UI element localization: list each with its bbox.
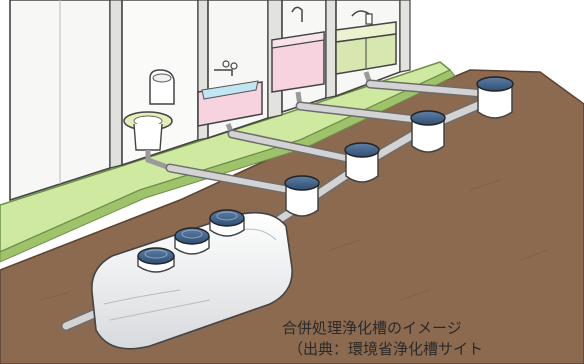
tank-lid-3	[209, 209, 245, 237]
manhole-1	[284, 175, 320, 217]
caption-source: （出典：環境省浄化槽サイト	[288, 340, 484, 358]
soil-texture	[39, 179, 549, 301]
manhole-3	[410, 110, 446, 153]
manhole-4	[476, 76, 514, 119]
toilet-icon	[123, 69, 175, 151]
caption-title: 合併処理浄化槽のイメージ	[282, 319, 462, 337]
caption: 合併処理浄化槽のイメージ （出典：環境省浄化槽サイト	[282, 318, 582, 360]
septic-tank	[91, 211, 293, 350]
tank-lid-1	[137, 247, 175, 273]
bathtub-icon	[197, 60, 263, 127]
manhole-2	[344, 142, 380, 183]
kitchen-sink-icon	[335, 10, 397, 75]
building-left	[9, 0, 123, 202]
washing-machine-icon	[271, 6, 325, 93]
tank-lid-2	[174, 227, 210, 255]
